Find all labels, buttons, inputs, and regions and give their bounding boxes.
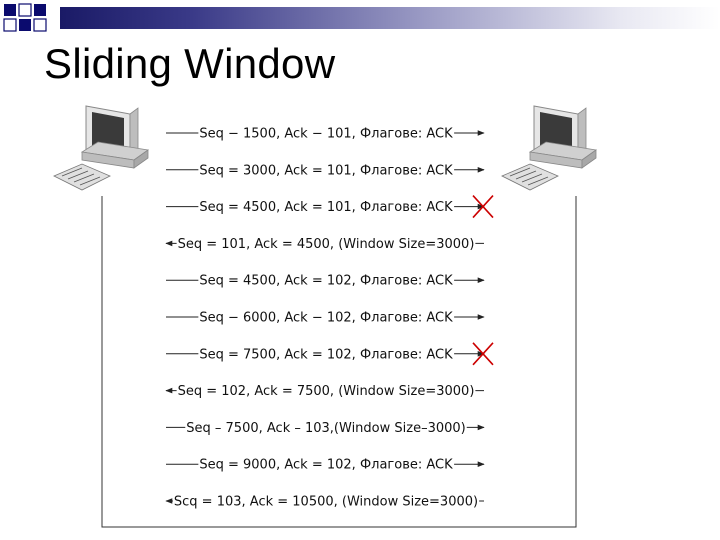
message-label-background [198, 126, 455, 142]
message-label-background [176, 236, 476, 252]
message-9: Seq – 7500, Ack – 103,(Window Size–3000) [166, 420, 485, 436]
message-label-background [198, 163, 455, 179]
message-label: Seq = 4500, Ack = 101, Флагове: ACK [199, 200, 453, 215]
sender-timeline [101, 196, 577, 528]
header-gradient-bar [60, 7, 720, 29]
message-label: Seq = 3000, Ack = 101, Флагове: ACK [199, 163, 453, 178]
message-10: Seq = 9000, Ack = 102, Флагове: ACK [166, 457, 485, 473]
message-label: Scq = 103, Ack = 10500, (Window Size=300… [174, 495, 478, 510]
message-list: Seq − 1500, Ack − 101, Флагове: ACK Seq =… [165, 126, 494, 510]
message-label: Seq = 7500, Ack = 102, Флагове: ACK [199, 347, 453, 362]
message-label-background [198, 273, 455, 289]
message-label-background [185, 420, 467, 436]
message-label-background [198, 200, 455, 216]
page-title: Sliding Window [44, 40, 336, 87]
decorative-squares [3, 3, 47, 32]
message-label-background [198, 310, 455, 326]
message-3: Seq = 4500, Ack = 101, Флагове: ACK [166, 195, 494, 219]
message-label: Seq – 7500, Ack – 103,(Window Size–3000) [186, 421, 465, 436]
message-11: Scq = 103, Ack = 10500, (Window Size=300… [165, 494, 484, 510]
message-7: Seq = 7500, Ack = 102, Флагове: ACK [166, 342, 494, 366]
receiver-computer-icon [501, 105, 598, 191]
message-label: Seq = 101, Ack = 4500, (Window Size=3000… [178, 237, 475, 252]
message-8: Seq = 102, Ack = 7500, (Window Size=3000… [165, 384, 484, 400]
message-label-background [198, 347, 455, 363]
message-label: Seq − 1500, Ack − 101, Флагове: ACK [199, 127, 453, 142]
message-label-background [198, 457, 455, 473]
message-6: Seq − 6000, Ack − 102, Флагове: ACK [166, 310, 485, 326]
message-label: Seq = 4500, Ack = 102, Флагове: ACK [199, 274, 453, 289]
message-label: Seq − 6000, Ack − 102, Флагове: ACK [199, 311, 453, 326]
lost-packet-x-mark-icon [472, 342, 494, 366]
message-1: Seq − 1500, Ack − 101, Флагове: ACK [166, 126, 485, 142]
message-label-background [176, 384, 476, 400]
message-5: Seq = 4500, Ack = 102, Флагове: ACK [166, 273, 485, 289]
message-4: Seq = 101, Ack = 4500, (Window Size=3000… [165, 236, 484, 252]
sender-computer-icon [53, 105, 150, 191]
message-label: Seq = 9000, Ack = 102, Флагове: ACK [199, 458, 453, 473]
message-2: Seq = 3000, Ack = 101, Флагове: ACK [166, 163, 485, 179]
lost-packet-x-mark-icon [472, 195, 494, 219]
message-label-background [172, 494, 480, 510]
message-label: Seq = 102, Ack = 7500, (Window Size=3000… [178, 384, 475, 399]
